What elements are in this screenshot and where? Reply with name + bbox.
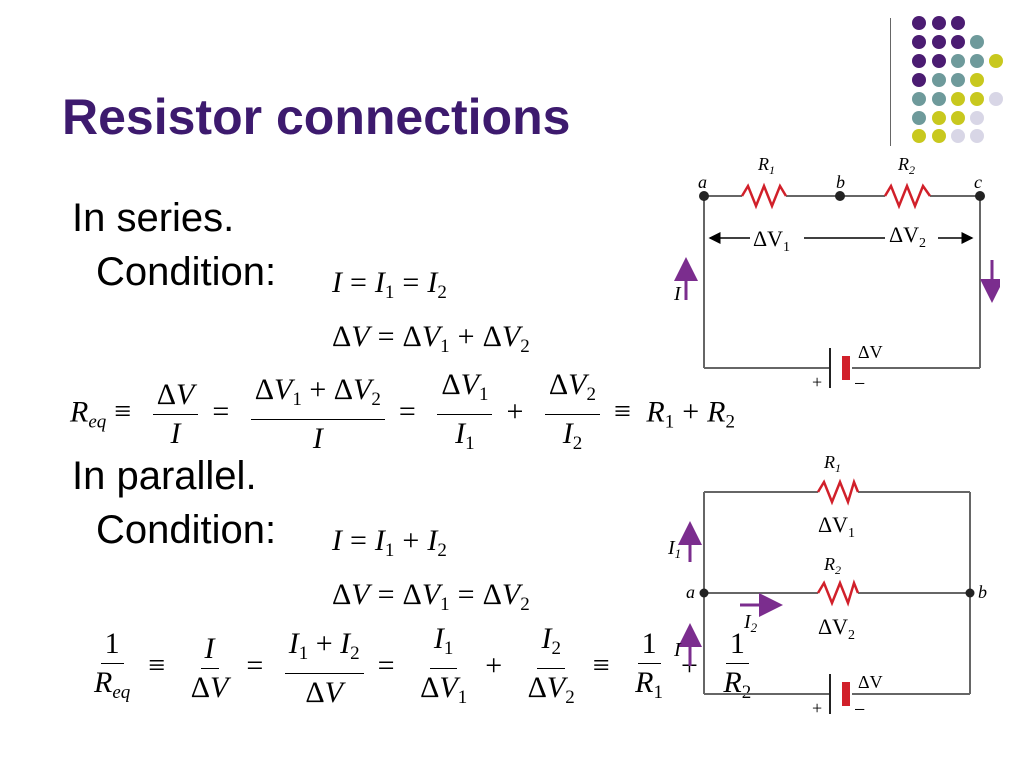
r1-sub: 1 bbox=[835, 461, 841, 475]
dv1-sub: 1 bbox=[783, 240, 790, 255]
node-b-label: b bbox=[836, 172, 845, 192]
r1-sub: 1 bbox=[769, 163, 775, 177]
svg-text:R2: R2 bbox=[823, 554, 841, 577]
resistor-r2 bbox=[816, 579, 860, 607]
svg-text:I2: I2 bbox=[743, 611, 758, 635]
dv1-sub: 1 bbox=[848, 526, 855, 541]
svg-text:ΔV2: ΔV2 bbox=[889, 222, 926, 251]
dv2-sub: 2 bbox=[848, 628, 855, 643]
r2-sub: 2 bbox=[835, 563, 841, 577]
r1-label: R bbox=[823, 452, 835, 472]
parallel-current-equation: I=I1+I2 bbox=[332, 524, 447, 561]
decorative-divider bbox=[890, 18, 891, 146]
r1-label: R bbox=[757, 154, 769, 174]
battery-short-plate bbox=[842, 682, 850, 706]
r2-label: R bbox=[823, 554, 835, 574]
i2-label: I bbox=[743, 611, 752, 633]
battery-label: ΔV bbox=[858, 342, 883, 362]
series-condition-label: Condition: bbox=[96, 250, 277, 294]
node-a-label: a bbox=[686, 582, 695, 602]
i1-label: I bbox=[667, 537, 676, 559]
parallel-condition-label: Condition: bbox=[96, 508, 277, 552]
r2-sub: 2 bbox=[909, 163, 915, 177]
parallel-heading: In parallel. bbox=[72, 454, 257, 498]
parallel-circuit-diagram: R1 R2 ΔV1 ΔV2 I1 I2 I a b + − ΔV bbox=[667, 452, 987, 721]
series-heading: In series. bbox=[72, 196, 235, 240]
battery-minus: − bbox=[854, 699, 865, 721]
dv1-label: ΔV bbox=[753, 226, 783, 251]
current-left-label: I bbox=[673, 283, 682, 305]
battery-label: ΔV bbox=[858, 672, 883, 692]
svg-text:I1: I1 bbox=[667, 537, 681, 561]
dv2-label: ΔV bbox=[889, 222, 919, 247]
battery-plus: + bbox=[812, 372, 822, 392]
svg-text:ΔV1: ΔV1 bbox=[753, 226, 790, 255]
dv2-sub: 2 bbox=[919, 236, 926, 251]
dv1-label: ΔV bbox=[818, 512, 848, 537]
svg-text:ΔV1: ΔV1 bbox=[818, 512, 855, 541]
series-circuit-diagram: a b c R1 R2 ΔV1 ΔV2 I I + − ΔV bbox=[673, 154, 1000, 395]
svg-text:ΔV2: ΔV2 bbox=[818, 614, 855, 643]
node-b-label: b bbox=[978, 582, 987, 602]
i1-sub: 1 bbox=[675, 546, 682, 561]
resistor-r2 bbox=[883, 182, 932, 210]
svg-text:R2: R2 bbox=[897, 154, 915, 177]
dv2-label: ΔV bbox=[818, 614, 848, 639]
battery-short-plate bbox=[842, 356, 850, 380]
i2-sub: 2 bbox=[751, 620, 758, 635]
resistor-r1 bbox=[740, 182, 788, 210]
series-current-equation: I=I1=I2 bbox=[332, 266, 447, 303]
svg-text:R1: R1 bbox=[823, 452, 841, 475]
slide-title: Resistor connections bbox=[62, 89, 571, 145]
parallel-voltage-equation: ΔV=ΔV1=ΔV2 bbox=[332, 578, 530, 615]
decorative-dot-grid bbox=[912, 16, 1003, 143]
node-c-label: c bbox=[974, 172, 982, 192]
resistor-r1 bbox=[816, 478, 860, 506]
series-voltage-equation: ΔV=ΔV1+ΔV2 bbox=[332, 320, 530, 357]
node-a-label: a bbox=[698, 172, 707, 192]
battery-minus: − bbox=[854, 373, 865, 395]
r2-label: R bbox=[897, 154, 909, 174]
svg-text:R1: R1 bbox=[757, 154, 775, 177]
battery-plus: + bbox=[812, 698, 822, 718]
i-total-label: I bbox=[673, 639, 682, 661]
